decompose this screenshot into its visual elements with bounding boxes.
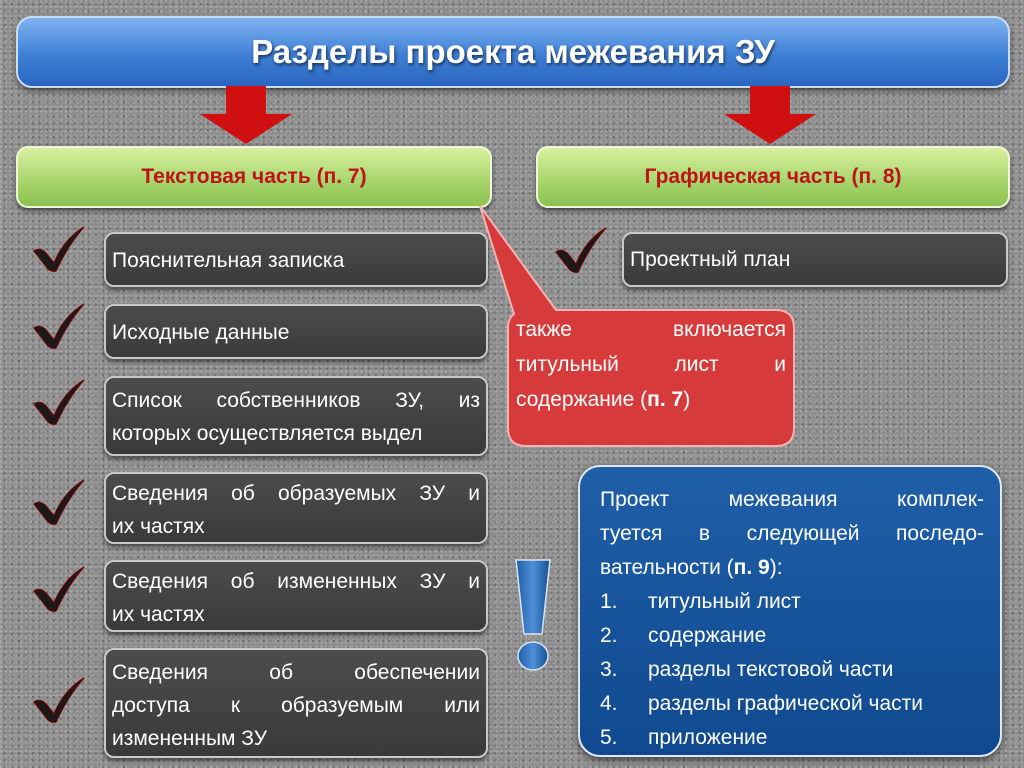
intro-line-3: вательности (п. 9): [600,556,783,579]
check-mark-icon [33,479,85,525]
sequence-list-item: 5.приложение [600,726,768,749]
exclamation-icon [515,559,551,671]
page-title: Разделы проекта межевания ЗУ [251,33,775,70]
item-line-1: Список собственников ЗУ, из [112,389,480,412]
item-line-1: Сведения об образуемых ЗУ и [112,482,480,505]
check-mark-icon [33,677,85,723]
callout-balloon [479,205,795,447]
item-line-3: измененным ЗУ [112,727,268,750]
item-line-2: доступа к образуемым или [112,694,480,717]
item-line-2: которых осуществляется выдел [112,422,423,445]
sequence-list-item: 2.содержание [600,624,767,647]
sequence-list-item: 3.разделы текстовой части [600,658,894,681]
check-mark-icon [33,566,85,612]
callout-line-3: содержание (п. 7) [516,388,691,411]
item-label: Проектный план [630,248,791,271]
check-mark-icon [33,226,85,272]
check-mark-icon [33,379,85,425]
intro-line-1: Проект межевания комплек- [600,488,984,511]
list-item: Проектный план [622,232,1008,287]
down-arrow-icon [200,86,292,144]
callout-text: также включается титульный лист и содерж… [508,312,794,417]
callout-line-1: также включается [516,318,786,341]
sequence-info-box: Проект межевания комплек- туется в следу… [578,465,1002,757]
list-item: Пояснительная записка [104,232,488,287]
sequence-intro: Проект межевания комплек- туется в следу… [600,483,984,585]
list-item: Сведения об обеспечении доступа к образу… [104,648,488,758]
item-line-1: Сведения об измененных ЗУ и [112,570,480,593]
sequence-list: 1.титульный лист 2.содержание 3.разделы … [600,585,984,755]
item-line-2: их частях [112,515,205,538]
intro-line-2: туется в следующей последо- [600,522,984,545]
sequence-list-item: 4.разделы графической части [600,692,923,715]
text-part-header: Текстовая часть (п. 7) [16,146,492,208]
item-label: Пояснительная записка [112,249,345,272]
check-mark-icon [555,227,607,273]
item-line-1: Сведения об обеспечении [112,661,480,684]
callout-line-2: титульный лист и [516,353,786,376]
list-item: Список собственников ЗУ, из которых осущ… [104,376,488,456]
item-label: Исходные данные [112,321,290,344]
page-title-bar: Разделы проекта межевания ЗУ [16,16,1010,88]
graphic-part-label: Графическая часть (п. 8) [644,165,902,188]
list-item: Исходные данные [104,304,488,359]
item-line-2: их частях [112,603,205,626]
down-arrow-icon [724,86,816,144]
list-item: Сведения об измененных ЗУ и их частях [104,560,488,632]
list-item: Сведения об образуемых ЗУ и их частях [104,472,488,544]
text-part-label: Текстовая часть (п. 7) [141,165,367,188]
check-mark-icon [33,303,85,349]
graphic-part-header: Графическая часть (п. 8) [536,146,1010,208]
sequence-list-item: 1.титульный лист [600,590,801,613]
